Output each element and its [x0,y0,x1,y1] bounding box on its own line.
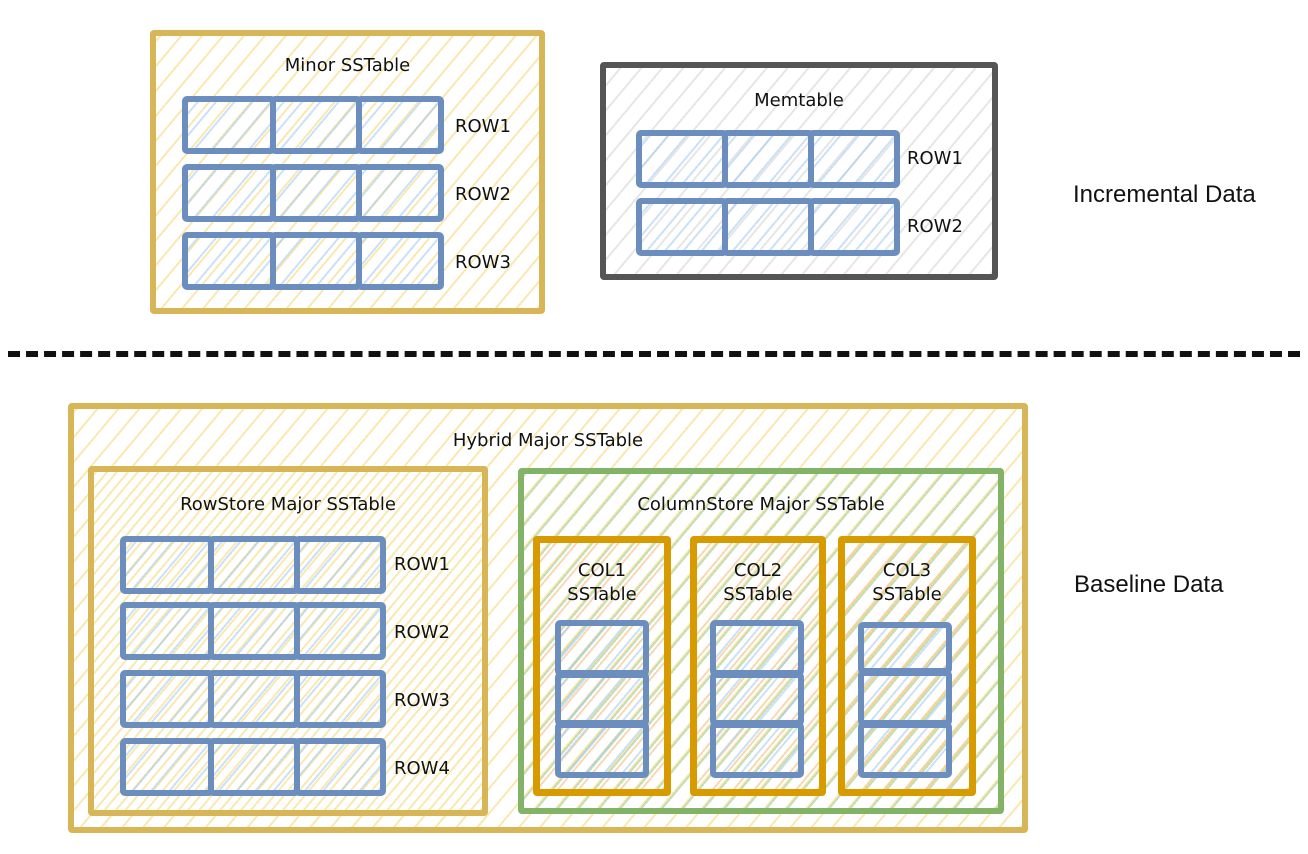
rowstore-major-sstable-title: RowStore Major SSTable [180,494,396,515]
minor-row-3-cell-2 [270,232,362,290]
rowstore-row-1-cell-3 [294,536,386,594]
rowstore-row-2-cell-1 [120,602,214,660]
rowstore-row-1-label: ROW1 [394,554,450,575]
memtable-title: Memtable [754,90,844,111]
rowstore-row-2-cell-2 [208,602,300,660]
col1-title-line1: COL1 [577,560,627,581]
minor-sstable-title: Minor SSTable [284,55,411,76]
rowstore-row-4-cell-1 [120,738,214,796]
minor-row-3-cell-3 [356,232,444,290]
minor-row-2-cell-1 [182,164,276,222]
col2-cell-2 [710,672,804,726]
col1-cell-2 [555,672,649,726]
col2-title-line1: COL2 [733,560,783,581]
hybrid-major-sstable-title: Hybrid Major SSTable [452,430,644,451]
minor-row-1-cell-1 [182,96,276,154]
col1-cell-1 [555,620,649,676]
rowstore-row-3-cell-2 [208,670,300,728]
rowstore-row-2-cell-3 [294,602,386,660]
memtable-row-1-cell-3 [808,130,900,188]
col3-cell-2 [858,670,952,726]
col3-title-line1: COL3 [882,560,932,581]
rowstore-row-1-cell-2 [208,536,300,594]
col3-cell-1 [858,622,952,674]
col1-cell-3 [555,722,649,778]
minor-row-1-cell-2 [270,96,362,154]
divider-dashed-line [8,351,1300,357]
minor-row-2-label: ROW2 [455,184,511,205]
memtable-row-1-label: ROW1 [907,148,963,169]
col2-title-line2: SSTable [723,584,793,605]
memtable-row-2-label: ROW2 [907,216,963,237]
memtable-row-1-cell-2 [722,130,814,188]
memtable-row-2-cell-3 [808,198,900,256]
baseline-data-label: Baseline Data [1074,571,1224,598]
rowstore-row-4-label: ROW4 [394,758,450,779]
col2-cell-1 [710,620,804,676]
rowstore-row-3-label: ROW3 [394,690,450,711]
incremental-data-label: Incremental Data [1073,181,1256,208]
minor-row-2-cell-3 [356,164,444,222]
col1-title-line2: SSTable [567,584,637,605]
minor-row-1-label: ROW1 [455,116,511,137]
col3-cell-3 [858,722,952,778]
columnstore-major-sstable-title: ColumnStore Major SSTable [637,494,885,515]
col2-cell-3 [710,722,804,778]
rowstore-row-3-cell-3 [294,670,386,728]
minor-row-2-cell-2 [270,164,362,222]
rowstore-row-2-label: ROW2 [394,622,450,643]
col3-title-line2: SSTable [872,584,942,605]
rowstore-row-1-cell-1 [120,536,214,594]
memtable-row-1-cell-1 [636,130,728,188]
minor-row-3-label: ROW3 [455,252,511,273]
rowstore-row-4-cell-3 [294,738,386,796]
rowstore-row-4-cell-2 [208,738,300,796]
minor-row-1-cell-3 [356,96,444,154]
memtable-row-2-cell-1 [636,198,728,256]
rowstore-row-3-cell-1 [120,670,214,728]
memtable-row-2-cell-2 [722,198,814,256]
minor-row-3-cell-1 [182,232,276,290]
